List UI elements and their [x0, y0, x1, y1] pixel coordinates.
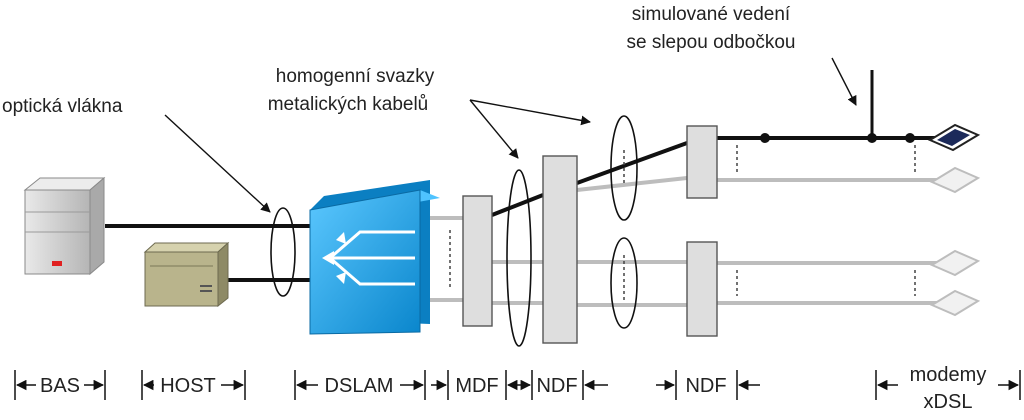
bas-server	[23, 176, 106, 276]
arrow-optical-fibers	[164, 114, 271, 213]
section-label-mdf: MDF	[455, 375, 498, 397]
label-bundles-line1: homogenní svazky	[276, 66, 435, 87]
ndf-panel-3	[686, 241, 718, 337]
bundle-ellipse-mdf-ndf	[506, 169, 532, 347]
arrow-bundle-right	[469, 99, 591, 126]
section-label-bas: BAS	[40, 375, 80, 397]
modem-3	[929, 249, 981, 277]
section-label-modems-line1: modemy	[910, 364, 987, 386]
section-label-ndf-1: NDF	[536, 375, 577, 397]
junction-dot-1	[760, 133, 770, 143]
section-brackets	[14, 370, 1021, 400]
annotation-arrows	[164, 57, 857, 213]
label-bundles-line2: metalických kabelů	[268, 94, 429, 115]
junction-dot-3	[905, 133, 915, 143]
label-optical-fibers: optická vlákna	[2, 96, 123, 117]
dashed-ticks	[449, 145, 916, 300]
host-computer	[143, 241, 230, 308]
junction-dot-2	[867, 133, 877, 143]
dslam-device	[309, 180, 440, 335]
mdf-panel	[462, 195, 493, 327]
led-indicator	[52, 261, 62, 266]
cables	[105, 70, 940, 307]
bundle-ellipse-ndf-bottom	[610, 237, 638, 329]
section-label-ndf-2: NDF	[685, 375, 726, 397]
section-label-dslam: DSLAM	[325, 375, 394, 397]
cable-ndf1-ndf2-black	[576, 141, 688, 185]
cable-mdf-ndf1-black	[491, 193, 544, 217]
cable-ndf1-ndf2-g1	[576, 176, 688, 192]
modem-2	[929, 166, 981, 194]
bundle-ellipses	[270, 115, 638, 347]
label-simulated-line2: se slepou odbočkou	[626, 32, 795, 53]
label-simulated-line1: simulované vedení	[632, 4, 791, 25]
arrow-simulated-line	[831, 57, 857, 106]
section-label-modems-line2: xDSL	[924, 391, 973, 413]
ndf-panel-2	[686, 125, 718, 199]
fiber-bundle-ellipse	[270, 207, 296, 297]
bundle-ellipse-ndf-top	[610, 115, 638, 221]
modem-4	[929, 289, 981, 317]
section-label-host: HOST	[160, 375, 216, 397]
ndf-panel-1	[542, 155, 578, 344]
arrow-bundle-left	[469, 99, 519, 159]
modem-1	[927, 123, 981, 152]
